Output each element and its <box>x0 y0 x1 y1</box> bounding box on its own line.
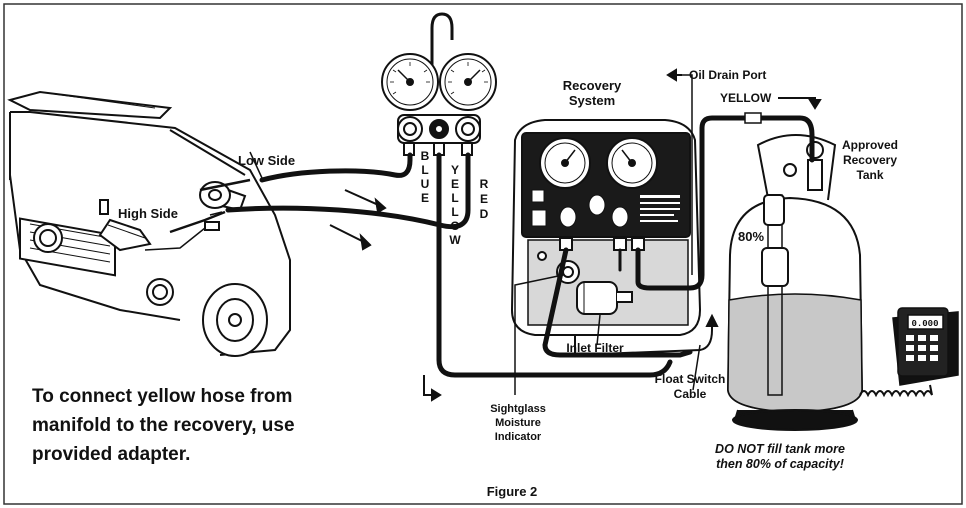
float-switch-cable <box>574 322 713 357</box>
sightglass-label-2: Moisture <box>495 417 541 429</box>
low-side-label: Low Side <box>238 153 295 168</box>
hose-label-letter: L <box>451 205 458 219</box>
electronic-scale <box>859 307 959 398</box>
recovery-system-label-2: System <box>569 93 615 108</box>
hose-label-letter: L <box>421 163 428 177</box>
high-side-label: High Side <box>118 206 178 221</box>
svg-text:YELLOW: YELLOW <box>449 163 461 247</box>
hose-label-letter: U <box>421 177 430 191</box>
recovery-tank <box>726 134 864 431</box>
warning-line-2: then 80% of capacity! <box>716 457 844 471</box>
recovery-system-label-1: Recovery <box>563 78 622 93</box>
hose-label-letter: L <box>451 191 458 205</box>
capacity-warning: DO NOT fill tank more then 80% of capaci… <box>700 442 860 472</box>
sightglass-label-3: Indicator <box>495 431 542 443</box>
flow-arrows <box>329 68 822 402</box>
approved-tank-label-1: Approved <box>842 138 898 152</box>
warning-line-1: DO NOT fill tank more <box>715 442 845 456</box>
hose-label-letter: R <box>480 177 489 191</box>
yellow-hose-connector <box>744 112 762 124</box>
sightglass-label-1: Sightglass <box>490 403 546 415</box>
scale-display: 0.000 <box>911 319 938 329</box>
instruction-line-1: To connect yellow hose from <box>32 386 293 407</box>
hose-label-letter: W <box>449 233 461 247</box>
float-switch-label-2: Cable <box>674 387 707 401</box>
inlet-filter-label: Inlet Filter <box>566 341 624 355</box>
hose-label-letter: B <box>421 149 430 163</box>
figure-frame <box>3 3 963 505</box>
figure-caption: Figure 2 <box>487 484 538 499</box>
hose-label-letter: E <box>480 192 488 206</box>
instruction-line-2: manifold to the recovery, use <box>32 415 295 436</box>
recovery-machine <box>510 119 702 336</box>
yellow-top-label: YELLOW <box>720 91 772 105</box>
hose-label-letter: E <box>421 191 429 205</box>
inlet-filter <box>576 281 618 315</box>
instruction-line-3: provided adapter. <box>32 444 191 465</box>
float-switch-label-1: Float Switch <box>655 372 726 386</box>
hose-label-letter: D <box>480 207 489 221</box>
hose-label-letter: Y <box>451 163 459 177</box>
hose-label-letter: O <box>450 219 459 233</box>
svg-text:RED: RED <box>480 177 489 221</box>
approved-tank-label-2: Recovery <box>843 153 897 167</box>
hoses <box>225 115 815 378</box>
car-illustration <box>7 90 291 357</box>
manifold-gauge-set <box>381 12 497 156</box>
fill-level-label: 80% <box>738 229 764 244</box>
oil-drain-port-label: Oil Drain Port <box>689 68 766 82</box>
hose-label-letter: E <box>451 177 459 191</box>
approved-tank-label-3: Tank <box>856 168 883 182</box>
instruction-text: To connect yellow hose from manifold to … <box>32 382 295 469</box>
